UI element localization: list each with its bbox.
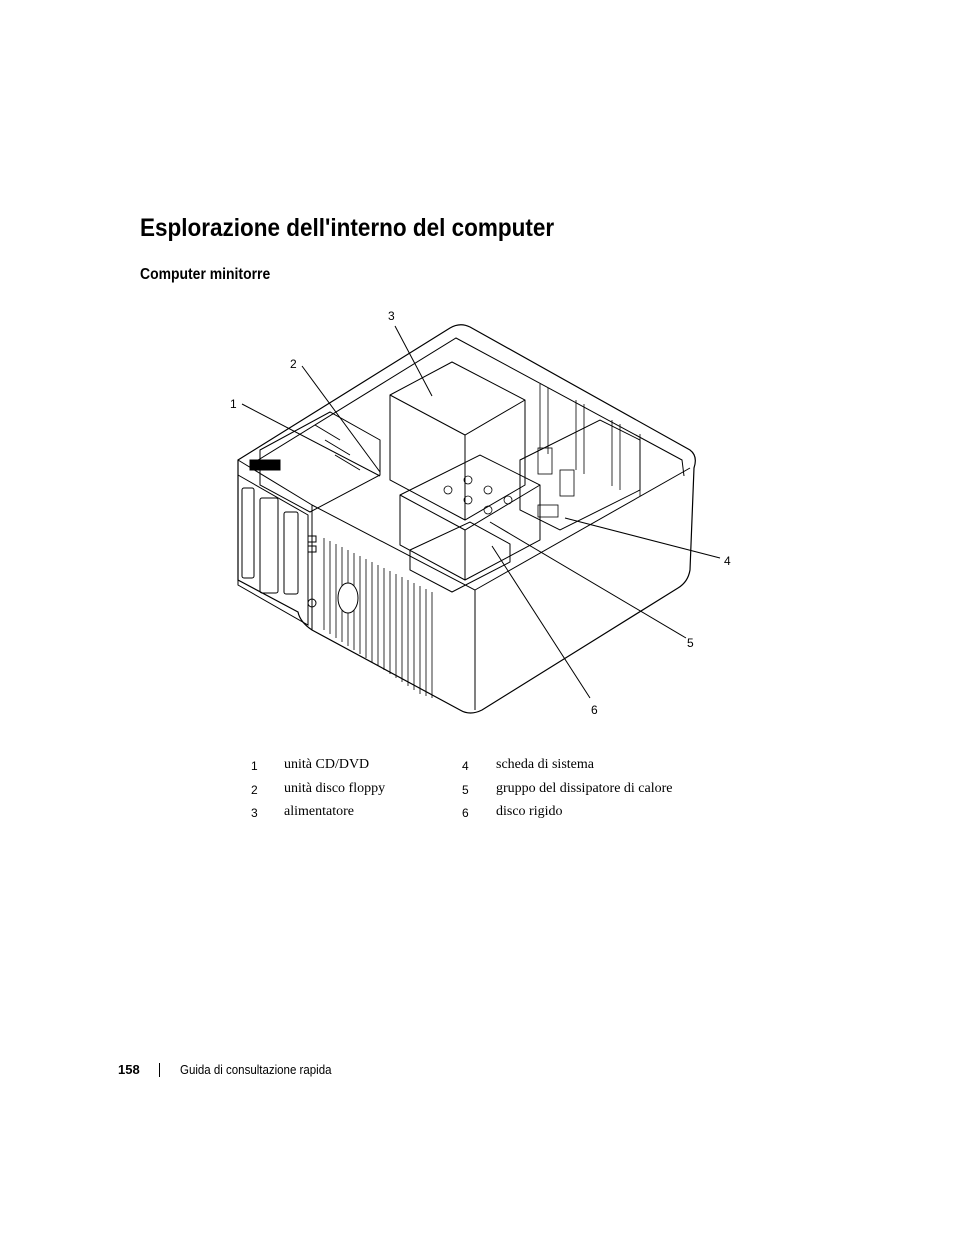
legend-number: 5 xyxy=(462,783,469,797)
legend-label: unità CD/DVD xyxy=(284,757,370,772)
legend-number: 3 xyxy=(251,806,258,820)
legend-number: 2 xyxy=(251,783,258,797)
footer-doc-title: Guida di consultazione rapida xyxy=(180,1063,332,1077)
page-number: 158 xyxy=(118,1062,140,1077)
legend-label: alimentatore xyxy=(284,804,354,819)
leader-line-2 xyxy=(301,365,381,473)
page-title: Esplorazione dell'interno del computer xyxy=(140,214,555,242)
leader-line-6 xyxy=(491,545,591,699)
legend-number: 1 xyxy=(251,759,258,773)
callout-4: 4 xyxy=(724,554,731,568)
legend-label: gruppo del dissipatore di calore xyxy=(496,781,673,796)
legend-label: unità disco floppy xyxy=(284,781,386,796)
leader-line-4 xyxy=(564,517,721,559)
legend-label: disco rigido xyxy=(496,804,563,819)
callout-3: 3 xyxy=(388,309,395,323)
leader-line-1 xyxy=(241,403,381,477)
section-subtitle: Computer minitorre xyxy=(140,266,271,283)
callout-5: 5 xyxy=(687,636,694,650)
leader-line-5 xyxy=(489,521,687,639)
computer-interior-illustration: 1 2 3 4 5 6 xyxy=(220,300,740,730)
callout-2: 2 xyxy=(290,357,297,371)
leader-line-3 xyxy=(394,325,433,397)
legend-row: 1 unità CD/DVD 4 scheda di sistema xyxy=(240,756,710,776)
callout-1: 1 xyxy=(230,397,237,411)
callout-6: 6 xyxy=(591,703,598,717)
legend-number: 4 xyxy=(462,759,469,773)
legend-row: 2 unità disco floppy 5 gruppo del dissip… xyxy=(240,780,710,800)
legend-label: scheda di sistema xyxy=(496,757,594,772)
computer-drawing xyxy=(237,324,721,714)
legend-row: 3 alimentatore 6 disco rigido xyxy=(240,803,710,823)
footer-divider xyxy=(159,1063,160,1077)
legend-number: 6 xyxy=(462,806,469,820)
